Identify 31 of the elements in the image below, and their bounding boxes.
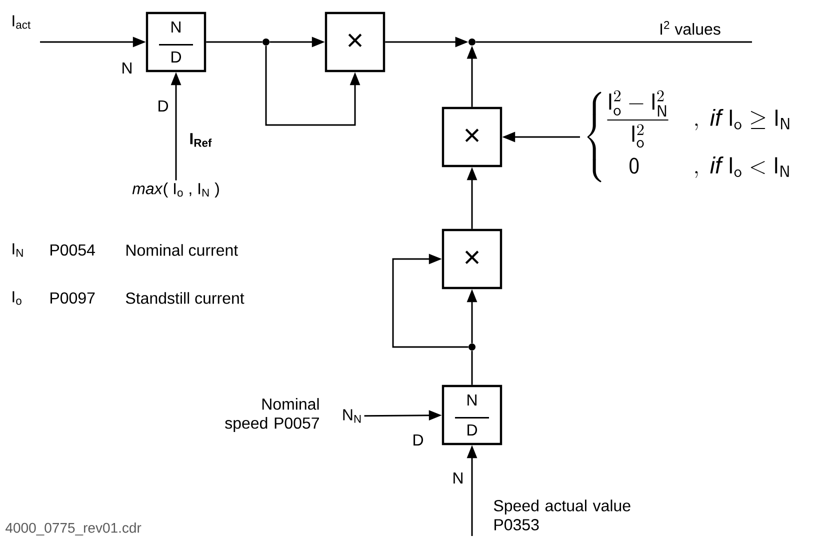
signal-label: N$_{N}$: [343, 409, 361, 423]
signal-label: Speed actual value P0353: [494, 500, 630, 530]
symbol-label: I$_{o}$: [12, 291, 22, 305]
signal-description: Nominal speed P0057: [225, 398, 319, 432]
symbol-label: I$_{N}$: [12, 243, 23, 257]
multiplier-box: ×: [324, 12, 386, 72]
signal-label: I$^{2}$ values: [660, 21, 720, 35]
port-label: D: [158, 100, 168, 112]
signal-label: max( I$_{o}$ , I$_{N}$ ): [132, 182, 219, 198]
description-label: Nominal current: [126, 244, 238, 256]
signal-label: I$_{act}$: [12, 15, 30, 29]
junction-dot: [468, 38, 476, 46]
junction-dot: [262, 38, 270, 46]
file-name: 4000_0775_rev01.cdr: [6, 522, 142, 536]
multiplier-box: ×: [442, 228, 502, 290]
arrow: [392, 254, 468, 348]
port-label: N: [122, 62, 132, 74]
junction-dot: [468, 344, 476, 350]
divider-box: N D: [442, 384, 502, 446]
divider-box: N D: [146, 12, 206, 72]
description-label: Standstill current: [126, 292, 244, 304]
connector-line: [206, 41, 262, 43]
signal-label: I$_{Ref}$: [190, 133, 212, 147]
port-label: D: [414, 434, 424, 446]
multiplier-box: ×: [442, 106, 502, 168]
parameter-label: P0054: [50, 244, 95, 256]
connector-line: [476, 41, 752, 43]
piecewise-formula: $\begin{cases} \dfrac{\mathsf{I}_{\mathsf{o}}^{2} - \mathsf{I}_{\mathsf{N}}^{2}}{\mathsf{I}_{\mathsf{o}}^{2}} & ,\ \mathit{if}\ \mathsf{I}_{\mathsf{o}} \geq \mathsf{I}_{\mathsf{N}} \\[10pt] \quad\mathsf{0} & ,\ \mathit{if}\ \mathsf{I}_{\mathsf{o}} < \mathsf{I}_{\mathsf{N}} \end{cases}$: [587, 90, 790, 182]
port-label: N: [454, 472, 462, 484]
connector-line: [471, 350, 473, 385]
parameter-label: P0097: [50, 292, 95, 304]
